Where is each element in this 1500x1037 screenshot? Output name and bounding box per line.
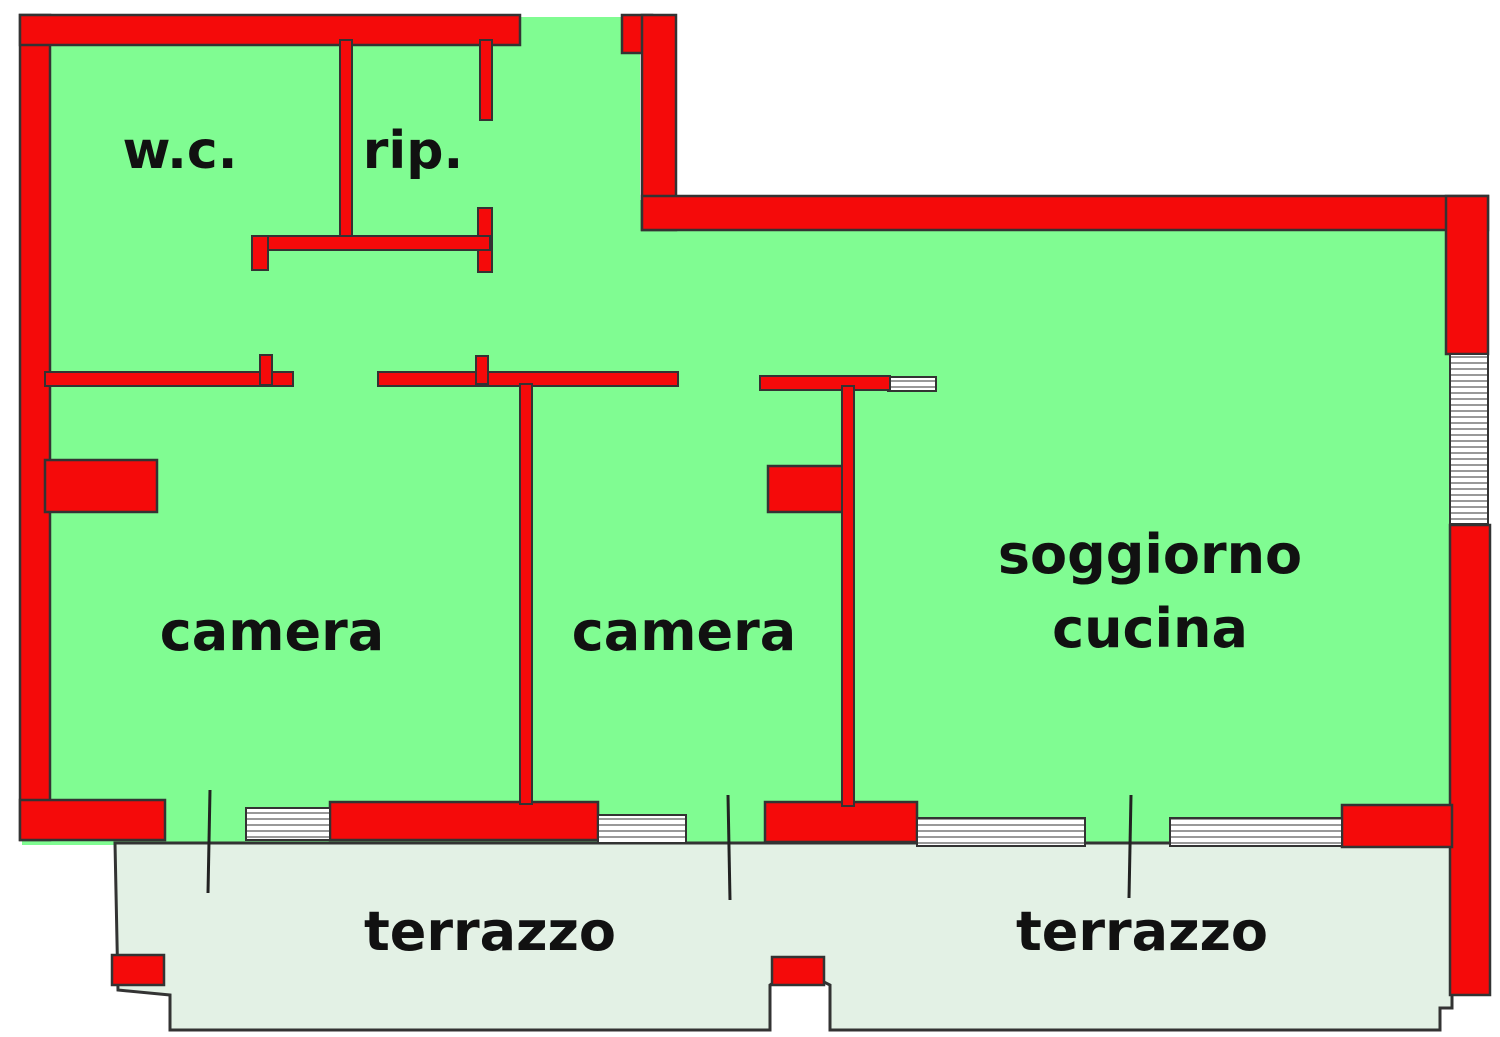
room-label-living-line1: soggiorno	[998, 523, 1302, 586]
door-lines	[206, 789, 1133, 901]
room-label-bedroom-1: camera	[160, 600, 384, 663]
window-bedroom-1	[245, 807, 331, 841]
room-label-bedroom-2: camera	[572, 600, 796, 663]
room-label-living-line2: cucina	[1052, 597, 1248, 660]
room-label-wc: w.c.	[122, 121, 237, 181]
room-label-terrace-1: terrazzo	[364, 900, 616, 963]
room-label-storage: rip.	[363, 121, 463, 181]
interior-floor	[22, 17, 1488, 845]
window-corridor-partial	[887, 376, 937, 392]
interior-partitions	[44, 39, 891, 807]
room-label-terrace-2: terrazzo	[1016, 900, 1268, 963]
window-bedroom-2	[597, 814, 687, 844]
exterior-walls	[18, 13, 1492, 997]
windows	[245, 353, 1489, 847]
window-living-1	[916, 817, 1086, 847]
window-living-2	[1169, 817, 1343, 847]
window-right-wall	[1449, 353, 1489, 525]
